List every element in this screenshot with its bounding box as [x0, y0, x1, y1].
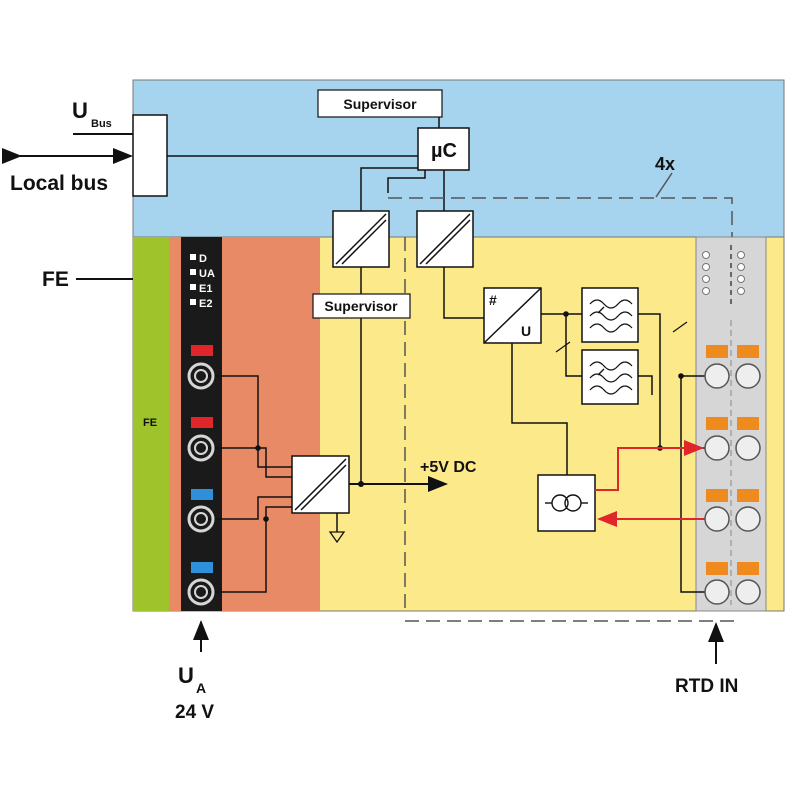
- filter-top: [581, 287, 639, 343]
- adc-box: # U: [483, 287, 542, 344]
- power-terminal-2: [187, 417, 215, 462]
- supervisor-mid-label: Supervisor: [324, 298, 398, 314]
- uc-line-mid: [387, 170, 426, 193]
- junction-dc: [358, 481, 364, 487]
- ground-symbol: [328, 531, 346, 544]
- microcontroller-label: µC: [431, 140, 457, 162]
- rtd-terminal-row-1: [704, 345, 761, 389]
- bus-connector: [132, 114, 168, 197]
- adc-to-current-source: [511, 343, 568, 475]
- adc-hash-label: #: [489, 292, 497, 308]
- ua-wire-3: [204, 496, 292, 520]
- supervisor-top-label: Supervisor: [343, 96, 417, 112]
- led-ua-label: UA: [199, 268, 215, 280]
- led-e2-label: E2: [199, 298, 212, 310]
- rtd-terminal-row-3: [704, 489, 761, 532]
- channel-count-pointer: [655, 172, 673, 198]
- power-area: [222, 237, 320, 611]
- isolator-left: [332, 210, 390, 268]
- fe-strip: [133, 237, 169, 611]
- filter-bottom-to-rtd: [638, 375, 653, 395]
- supervisor-top-box: [317, 89, 443, 118]
- uc-line-left: [360, 167, 418, 211]
- ubus-label: U: [72, 98, 88, 123]
- junction-adc-filter: [563, 311, 569, 317]
- adc-to-filter-bottom: [565, 314, 582, 377]
- power-terminal-3: [187, 489, 215, 533]
- dc-out-label: +5V DC: [420, 459, 477, 476]
- power-terminal-1: [187, 345, 215, 390]
- rtd-connector-leds: [702, 245, 745, 305]
- ua-subscript: A: [196, 680, 206, 696]
- led-d-label: D: [199, 253, 207, 265]
- rtd-terminal-row-2: [704, 417, 761, 461]
- dcdc-converter-box: [291, 455, 350, 514]
- ua-wire-2: [204, 447, 292, 478]
- bus-slash-2: [672, 321, 688, 333]
- power-terminal-4: [187, 562, 215, 606]
- local-bus-label: Local bus: [10, 172, 108, 195]
- led-e2-dot: [190, 299, 196, 305]
- filter-bottom: [581, 349, 639, 405]
- microcontroller-box: [417, 127, 470, 171]
- led-indicators: D UA E1 E2: [190, 253, 215, 310]
- rtd-terminal-row-4: [704, 562, 761, 605]
- channel-boundary-top: [388, 197, 733, 237]
- junction-ua-1: [255, 445, 261, 451]
- led-d-dot: [190, 254, 196, 260]
- isolator-right: [416, 210, 474, 268]
- excitation-out: [595, 440, 704, 491]
- adc-u-label: U: [521, 323, 531, 339]
- ua-voltage-label: 24 V: [175, 702, 214, 723]
- fe-strip-label: FE: [143, 417, 157, 429]
- junction-rtd-a: [678, 373, 684, 379]
- ua-wire-1: [204, 375, 292, 468]
- fe-label: FE: [42, 268, 69, 291]
- led-ua-dot: [190, 269, 196, 275]
- led-e1-label: E1: [199, 283, 212, 295]
- current-source-box: [537, 474, 596, 532]
- channel-count-label: 4x: [655, 154, 675, 174]
- ua-label: U: [178, 663, 194, 688]
- fe-strip-gap: [169, 237, 181, 611]
- junction-ua-2: [263, 516, 269, 522]
- led-e1-dot: [190, 284, 196, 290]
- isolator-to-adc: [443, 267, 484, 319]
- ua-wire-4: [204, 506, 292, 593]
- rtd-in-label: RTD IN: [675, 676, 738, 697]
- ubus-subscript: Bus: [91, 118, 112, 130]
- bus-slash-1: [555, 341, 571, 353]
